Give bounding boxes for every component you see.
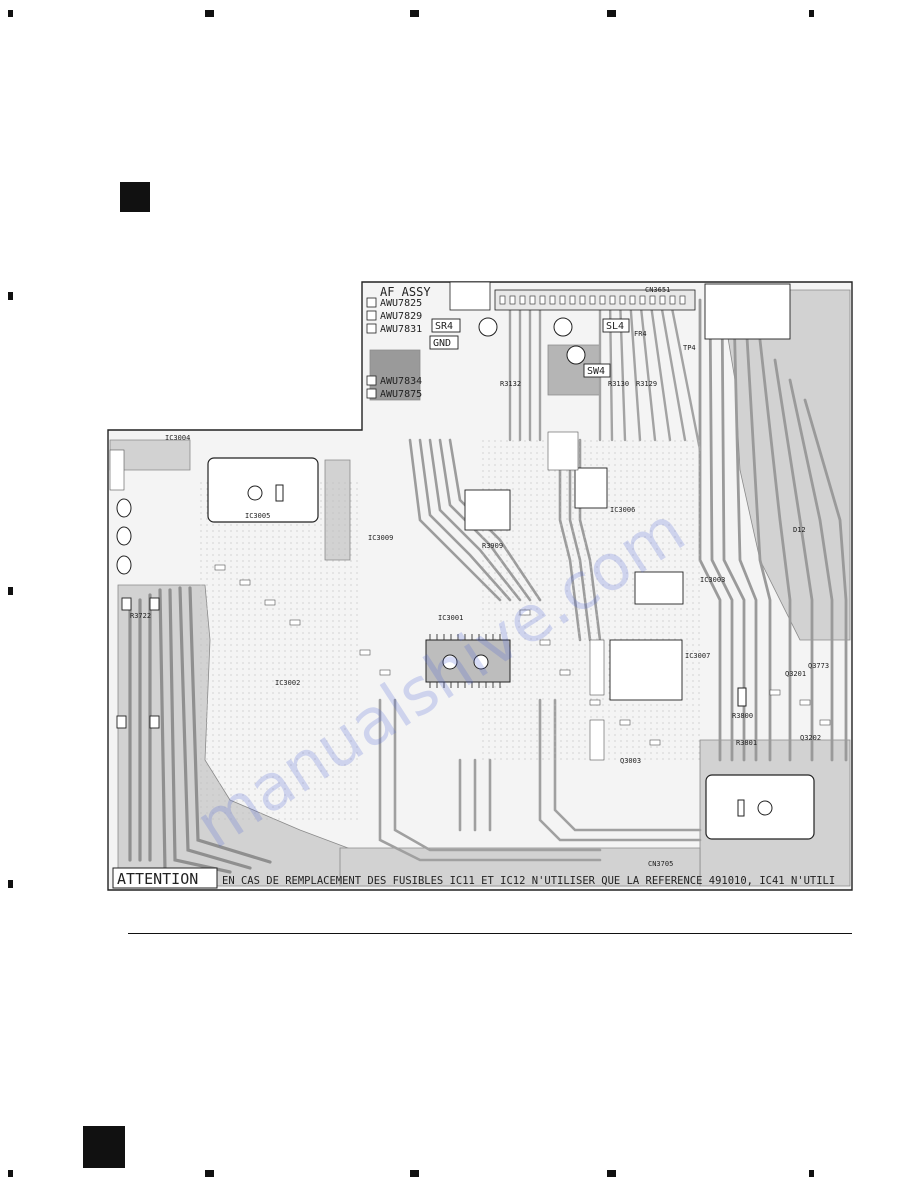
- registration-mark-left-3: [8, 880, 13, 888]
- registration-mark-bottom-corner-l: [8, 1170, 13, 1177]
- pad-gnd: GND: [433, 338, 451, 349]
- transistor-label-3: Q3003: [620, 757, 641, 765]
- pad-boxes: [429, 318, 630, 378]
- transistor-label-2: Q3202: [800, 734, 821, 742]
- attention-text: EN CAS DE REMPLACEMENT DES FUSIBLES IC11…: [222, 875, 835, 887]
- ic3003-body: [634, 571, 684, 605]
- registration-mark-top-3: [607, 10, 616, 17]
- page-tab-bottom: [83, 1126, 125, 1168]
- registration-mark-left-2: [8, 587, 13, 595]
- attention-label: ATTENTION: [117, 870, 198, 888]
- registration-mark-bottom-corner-r: [809, 1170, 814, 1177]
- ic-label-7: IC3009: [368, 534, 393, 542]
- ic-label-3: IC3006: [610, 506, 635, 514]
- trace-bundle-right: [698, 298, 848, 762]
- ic-label-5: IC3001: [438, 614, 463, 622]
- heatsink-hole: [247, 485, 263, 501]
- registration-mark-bottom-3: [607, 1170, 616, 1177]
- ic3009-body: [464, 489, 511, 531]
- part-number-3: AWU7831: [380, 324, 422, 335]
- heatsink-slot: [275, 484, 284, 502]
- part-number-1: AWU7825: [380, 298, 422, 309]
- component-dot-field-left: [200, 480, 360, 820]
- resistor-label-2: R3130: [608, 380, 629, 388]
- transistor-label-4: Q3773: [808, 662, 829, 670]
- resistor-label-6: R3909: [482, 542, 503, 550]
- attention-box: [112, 867, 218, 889]
- resistor-label-5: R3801: [736, 739, 757, 747]
- pad-sw4: SW4: [587, 366, 605, 377]
- connector-right-header: [704, 283, 791, 340]
- ic-label-2: IC3005: [245, 512, 270, 520]
- resistor-label-4: R3800: [732, 712, 753, 720]
- page-divider-line: [128, 933, 852, 934]
- ic-label-8: IC3002: [275, 679, 300, 687]
- registration-mark-top-2: [410, 10, 419, 17]
- misc-label-fr4: FR4: [634, 330, 647, 338]
- connector-pins: [499, 295, 686, 305]
- ic-label-4: IC3003: [700, 576, 725, 584]
- square-pads: [116, 597, 160, 729]
- registration-mark-top-corner-l: [8, 10, 13, 17]
- resistor-label-1: R3132: [500, 380, 521, 388]
- registration-mark-bottom-1: [205, 1170, 214, 1177]
- mounting-pads: [116, 317, 747, 707]
- registration-mark-top-corner-r: [809, 10, 814, 17]
- heatsink-right-slot: [737, 799, 745, 817]
- registration-mark-left-1: [8, 292, 13, 300]
- ic3001-body: [425, 639, 511, 683]
- trace-bundle-bottom: [378, 698, 702, 862]
- ic3007-body: [609, 639, 683, 701]
- ic3001-hole-2: [473, 654, 489, 670]
- misc-label-d12: D12: [793, 526, 806, 534]
- pad-sr4: SR4: [435, 321, 453, 332]
- connector-label-2: CN3705: [648, 860, 673, 868]
- ic-label-6: IC3007: [685, 652, 710, 660]
- part-checkboxes: [366, 297, 377, 399]
- part-number-4: AWU7834: [380, 376, 422, 387]
- board-title: AF ASSY: [380, 285, 431, 299]
- ic3006-body: [574, 467, 608, 509]
- heatsink-right-hole: [757, 800, 773, 816]
- ic3001-hole-1: [442, 654, 458, 670]
- resistor-label-3: R3129: [636, 380, 657, 388]
- small-components: [109, 431, 831, 761]
- section-tab-top: [120, 182, 150, 212]
- registration-mark-bottom-2: [410, 1170, 419, 1177]
- misc-label-tp4: TP4: [683, 344, 696, 352]
- transistor-label-1: Q3201: [785, 670, 806, 678]
- ic-heatsink-left: [207, 457, 319, 523]
- registration-mark-top-1: [205, 10, 214, 17]
- resistor-label-7: R3722: [130, 612, 151, 620]
- pad-sl4: SL4: [606, 321, 624, 332]
- part-number-2: AWU7829: [380, 311, 422, 322]
- ic3001-pins: [429, 634, 501, 688]
- connector-top-small: [449, 281, 491, 311]
- part-number-5: AWU7875: [380, 389, 422, 400]
- ic-label-1: IC3004: [165, 434, 190, 442]
- connector-label-1: CN3651: [645, 286, 670, 294]
